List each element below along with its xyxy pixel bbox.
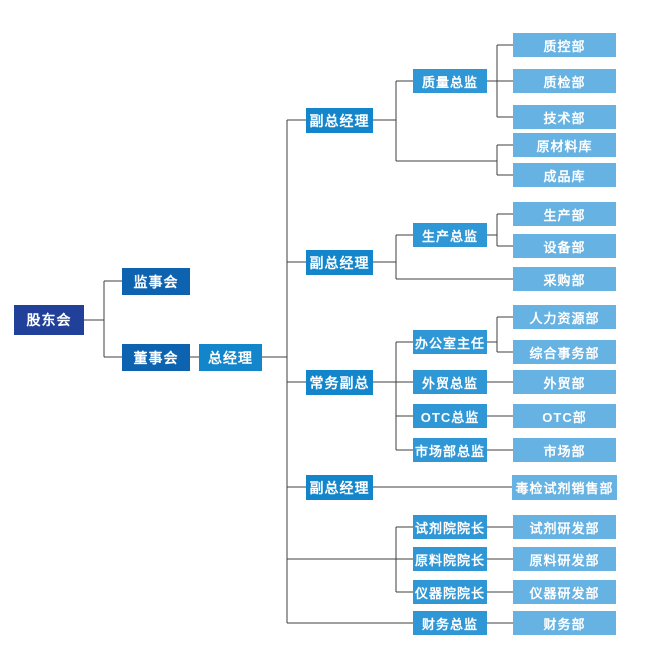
org-node-dept-general-affairs: 综合事务部 [513, 340, 616, 364]
org-node-supervisory-board: 监事会 [122, 268, 190, 295]
org-node-dept-production: 生产部 [513, 202, 616, 226]
org-node-vgm-production: 副总经理 [306, 250, 373, 275]
org-node-board-of-directors: 董事会 [122, 344, 190, 371]
org-node-dept-equipment: 设备部 [513, 234, 616, 258]
org-node-executive-vgm: 常务副总 [306, 370, 373, 395]
org-node-dir-production: 生产总监 [413, 223, 487, 247]
org-node-shareholders: 股东会 [14, 305, 84, 335]
org-node-vgm-quality: 副总经理 [306, 108, 373, 133]
org-node-dept-hr: 人力资源部 [513, 305, 616, 329]
org-node-dept-otc: OTC部 [513, 404, 616, 428]
org-node-dept-instrument-rd: 仪器研发部 [513, 580, 616, 604]
org-node-dept-reagent-rd: 试剂研发部 [513, 515, 616, 539]
org-node-dir-finance: 财务总监 [413, 611, 487, 635]
org-node-dir-office: 办公室主任 [413, 330, 487, 354]
org-node-dir-foreign-trade: 外贸总监 [413, 370, 487, 394]
org-node-dept-finished-store: 成品库 [513, 163, 616, 187]
org-node-dept-material-rd: 原料研发部 [513, 547, 616, 571]
org-node-dept-qi: 质检部 [513, 69, 616, 93]
org-node-dept-tech: 技术部 [513, 105, 616, 129]
org-node-dean-material: 原料院院长 [413, 547, 487, 571]
org-node-dir-marketing: 市场部总监 [413, 438, 487, 462]
org-node-dept-purchasing: 采购部 [513, 267, 616, 291]
org-node-dean-instrument: 仪器院院长 [413, 580, 487, 604]
org-node-dir-otc: OTC总监 [413, 404, 487, 428]
org-node-dept-foreign-trade: 外贸部 [513, 370, 616, 394]
org-node-dept-qc: 质控部 [513, 33, 616, 57]
org-node-dept-raw-store: 原材料库 [513, 133, 616, 157]
org-node-dir-quality: 质量总监 [413, 69, 487, 93]
org-node-dept-tox-sales: 毒检试剂销售部 [512, 475, 617, 500]
org-node-dept-marketing: 市场部 [513, 438, 616, 462]
org-node-general-manager: 总经理 [199, 344, 262, 371]
org-node-dept-finance: 财务部 [513, 611, 616, 635]
org-node-dean-reagent: 试剂院院长 [413, 515, 487, 539]
org-node-vgm-sales: 副总经理 [306, 475, 373, 500]
